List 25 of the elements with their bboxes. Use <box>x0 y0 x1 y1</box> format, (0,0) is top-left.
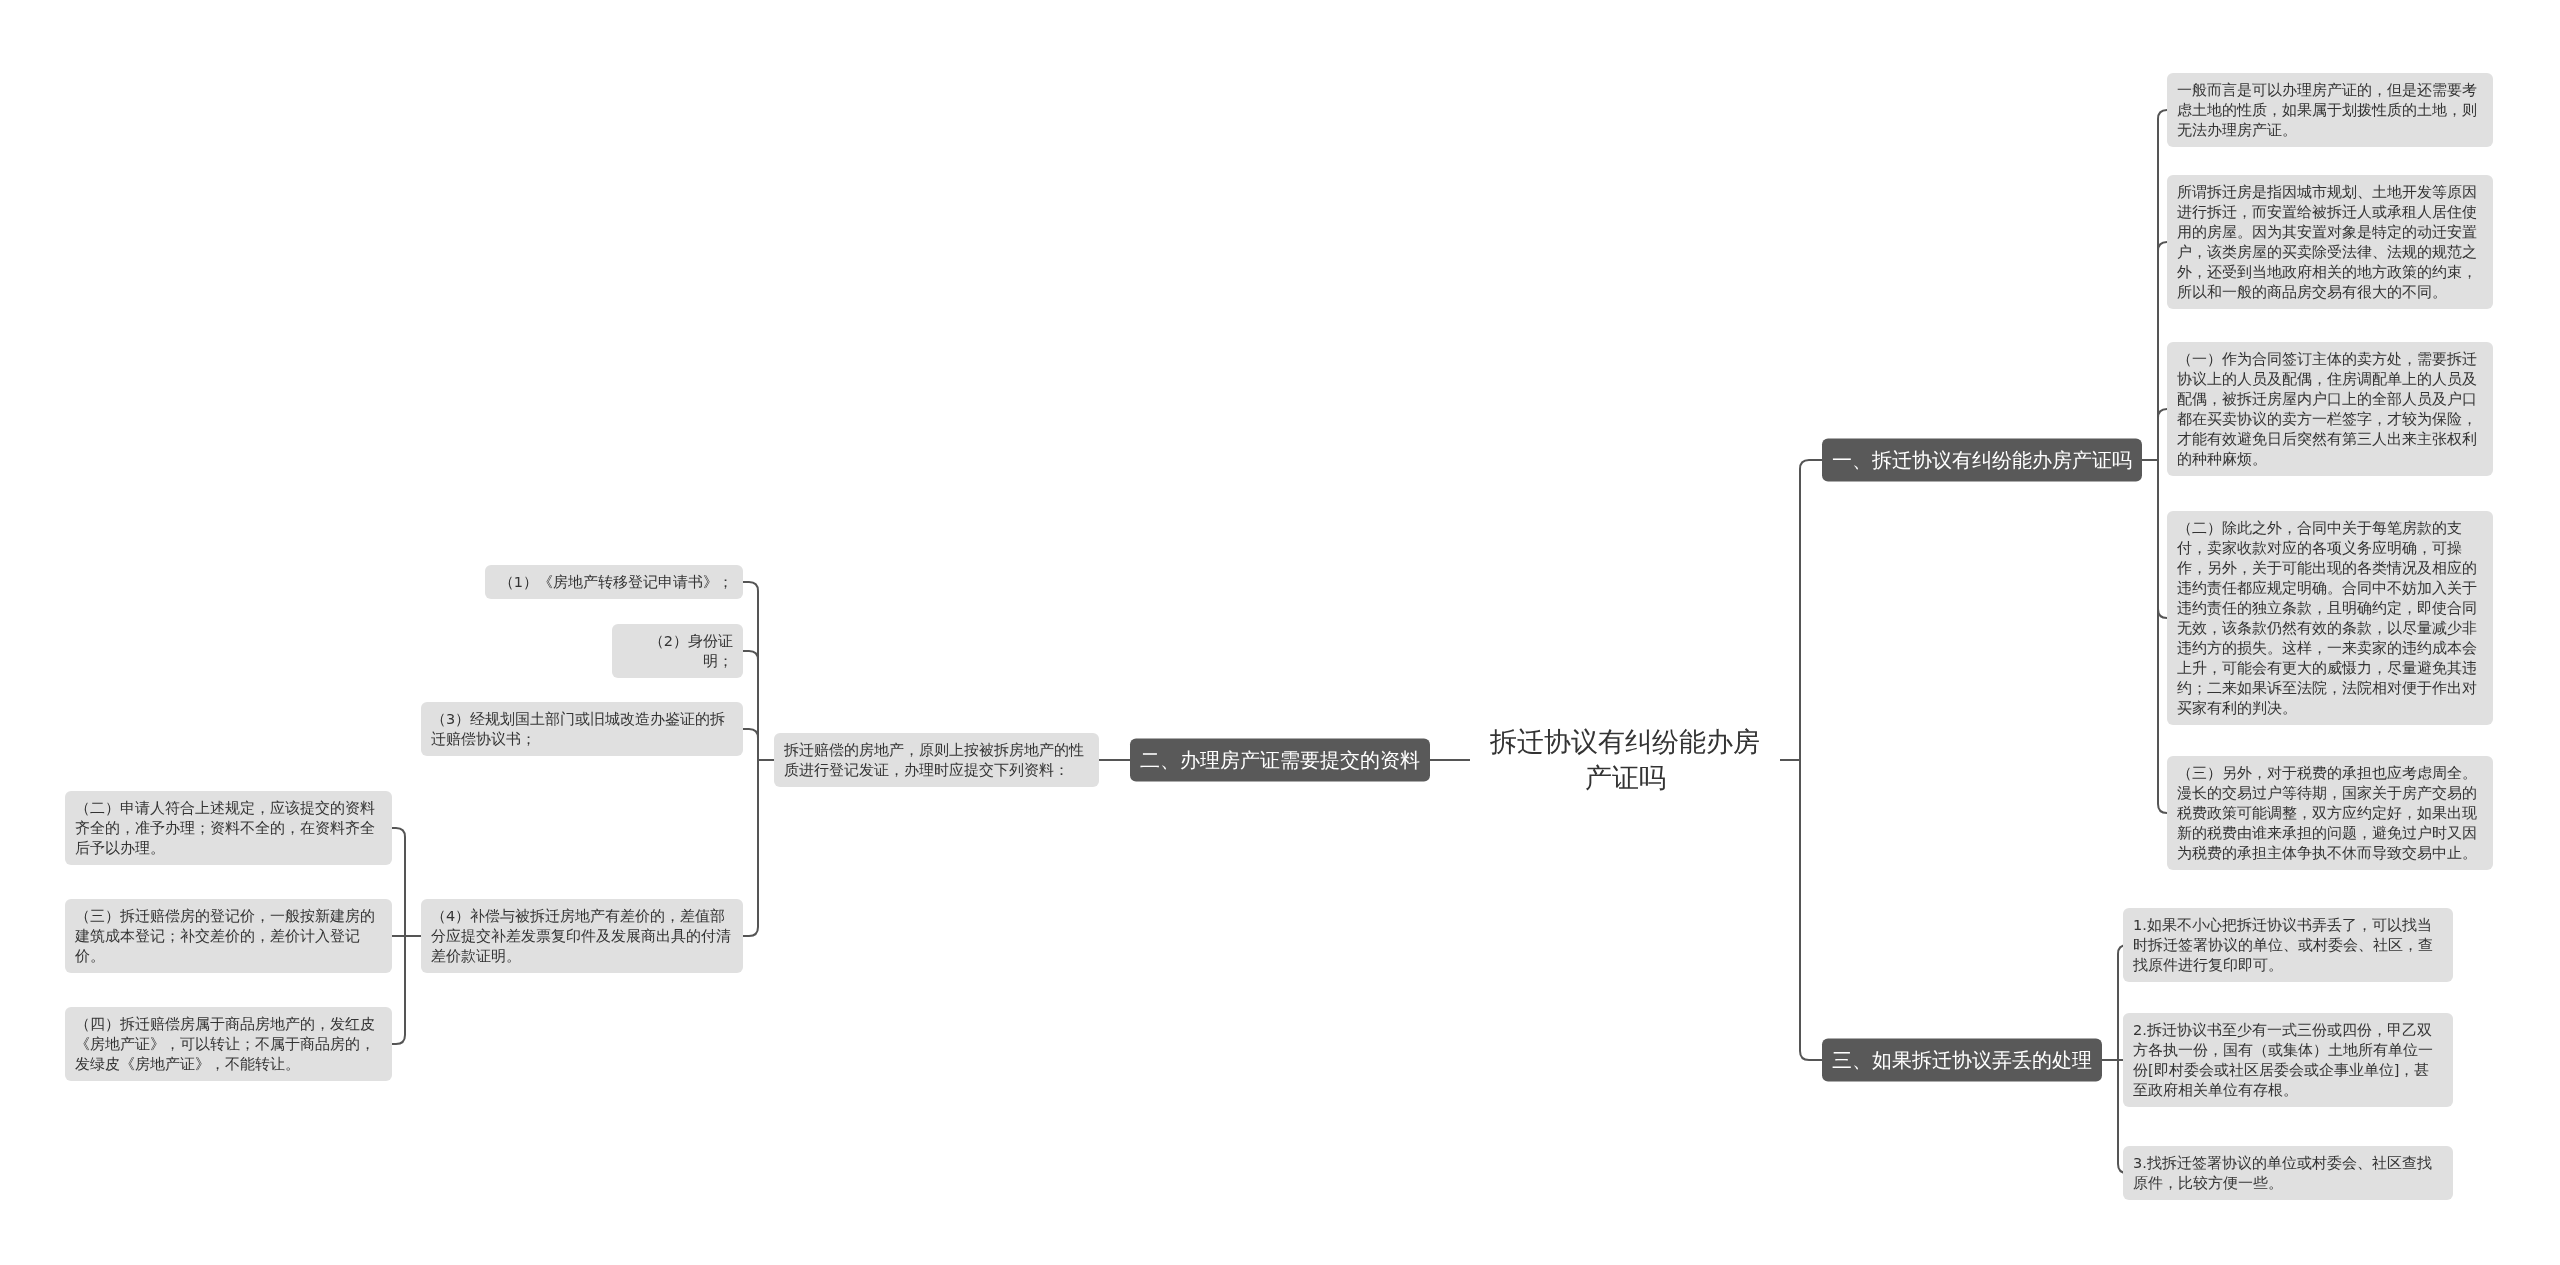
note-box: 2.拆迁协议书至少有一式三份或四份，甲乙双方各执一份，国有（或集体）土地所有单位一份[即村委会或社区居委会或企事业单位]，甚至政府相关单位有存根。 <box>2123 1013 2453 1107</box>
branch-topic: 一、拆迁协议有纠纷能办房产证吗 <box>1822 438 2142 482</box>
note-box: 拆迁赔偿的房地产，原则上按被拆房地产的性质进行登记发证，办理时应提交下列资料： <box>774 733 1099 787</box>
branch-topic: 三、如果拆迁协议弄丢的处理 <box>1822 1038 2102 1082</box>
note-box: 3.找拆迁签署协议的单位或村委会、社区查找原件，比较方便一些。 <box>2123 1146 2453 1200</box>
note-box: 一般而言是可以办理房产证的，但是还需要考虑土地的性质，如果属于划拨性质的土地，则无法办理房产证。 <box>2167 73 2493 147</box>
connector <box>391 935 422 1045</box>
note-box: 1.如果不小心把拆迁协议书弄丢了，可以找当时拆迁签署协议的单位、或村委会、社区，查找原件进行复印即可。 <box>2123 908 2453 982</box>
note-box: （二）申请人符合上述规定，应该提交的资料齐全的，准予办理；资料不全的，在资料齐全后予以办理。 <box>65 791 392 865</box>
note-box: 所谓拆迁房是指因城市规划、土地开发等原因进行拆迁，而安置给被拆迁人或承租人居住使用的房屋。因为其安置对象是特定的动迁安置户，该类房屋的买卖除受法律、法规的规范之外，还受到当地政府相关的地方政策的约束，所以和一般的商品房交易有很大的不同。 <box>2167 175 2493 309</box>
note-box: （2）身份证明； <box>612 624 743 678</box>
note-box: （4）补偿与被拆迁房地产有差价的，差值部分应提交补差发票复印件及发展商出具的付清差价款证明。 <box>421 899 743 973</box>
connector <box>1098 759 1131 761</box>
note-box: （3）经规划国土部门或旧城改造办鉴证的拆迁赔偿协议书； <box>421 702 743 756</box>
connector <box>1779 759 1823 1061</box>
note-box: （四）拆迁赔偿房属于商品房地产的，发红皮《房地产证》，可以转让；不属于商品房的，发绿皮《房地产证》，不能转让。 <box>65 1007 392 1081</box>
note-box: （二）除此之外，合同中关于每笔房款的支付，卖家收款对应的各项义务应明确，可操作，另外，关于可能出现的各类情况及相应的违约责任都应规定明确。合同中不妨加入关于违约责任的独立条款，且明确约定，即使合同无效，该条款仍然有效的条款，以尽量减少非违约方的损失。这样，一来卖家的违约成本会上升，可能会有更大的威慑力，尽量避免其违约；二来如果诉至法院，法院相对便于作出对买家有利的判决。 <box>2167 511 2493 725</box>
connector <box>1429 759 1471 761</box>
note-box: （一）作为合同签订主体的卖方处，需要拆迁协议上的人员及配偶，住房调配单上的人员及配偶，被拆迁房屋内户口上的全部人员及户口都在买卖协议的卖方一栏签字，才较为保险，才能有效避免日后突然有第三人出来主张权利的种种麻烦。 <box>2167 342 2493 476</box>
connector <box>2141 459 2168 814</box>
note-box: （三）拆迁赔偿房的登记价，一般按新建房的建筑成本登记；补交差价的，差价计入登记价。 <box>65 899 392 973</box>
branch-topic: 二、办理房产证需要提交的资料 <box>1130 738 1430 782</box>
note-box: （1）《房地产转移登记申请书》； <box>485 565 743 599</box>
note-box: （三）另外，对于税费的承担也应考虑周全。漫长的交易过户等待期，国家关于房产交易的税费政策可能调整，双方应约定好，如果出现新的税费由谁来承担的问题，避免过户时又因为税费的承担主体争执不休而导致交易中止。 <box>2167 756 2493 870</box>
central-topic: 拆迁协议有纠纷能办房产证吗 <box>1470 719 1780 801</box>
